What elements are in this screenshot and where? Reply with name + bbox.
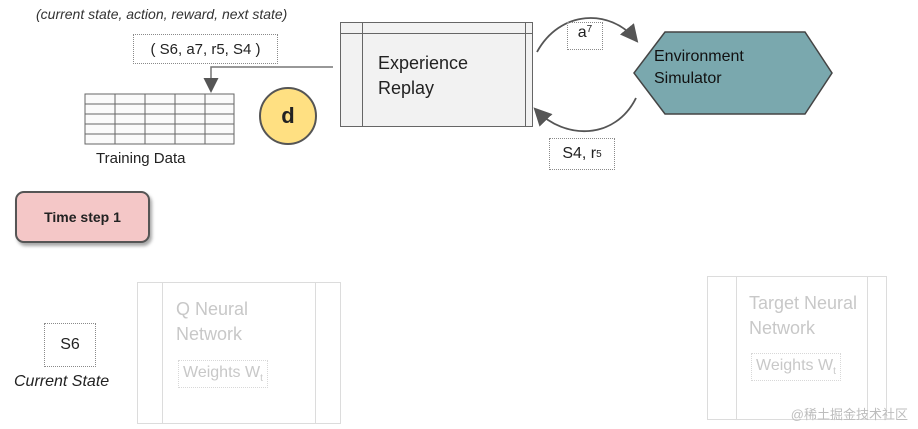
watermark: @稀土掘金技术社区 bbox=[790, 407, 908, 422]
target-network-box: Target Neural Network Weights Wt bbox=[707, 276, 887, 420]
q-network-box: Q Neural Network Weights Wt bbox=[137, 282, 341, 424]
q-network-label: Q Neural Network bbox=[176, 299, 249, 344]
target-network-label: Target Neural Network bbox=[749, 293, 858, 338]
training-data-label: Training Data bbox=[96, 150, 186, 167]
tuple-caption: (current state, action, reward, next sta… bbox=[36, 6, 288, 22]
environment-simulator-label: Environment Simulator bbox=[654, 48, 744, 87]
step-badge: d bbox=[259, 87, 317, 145]
experience-tuple: ( S6, a7, r5, S4 ) bbox=[133, 34, 278, 64]
current-state-box: S6 bbox=[44, 323, 96, 367]
experience-replay-box: Experience Replay bbox=[340, 22, 533, 127]
environment-simulator-shape bbox=[633, 31, 833, 115]
action-arrow bbox=[536, 17, 639, 53]
q-network-weights: Weights Wt bbox=[178, 360, 268, 389]
experience-replay-label: Experience Replay bbox=[378, 53, 469, 98]
training-data-table bbox=[84, 93, 235, 145]
observation-arrow bbox=[533, 97, 637, 132]
current-state-label: Current State bbox=[14, 373, 110, 390]
target-network-weights: Weights Wt bbox=[751, 353, 841, 382]
time-step-button[interactable]: Time step 1 bbox=[15, 191, 150, 243]
er-to-training-arrow bbox=[203, 66, 333, 93]
